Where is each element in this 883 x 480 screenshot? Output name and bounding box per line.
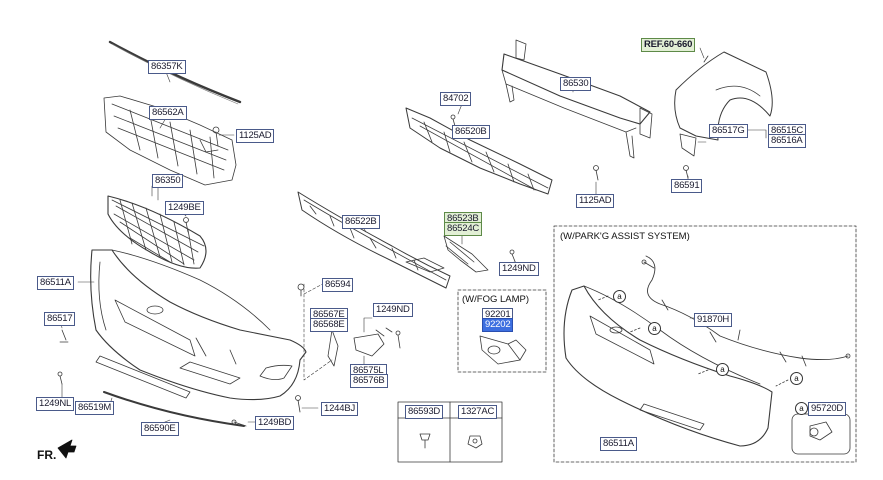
- label-1249ND-right[interactable]: 1249ND: [499, 262, 539, 276]
- label-86524C[interactable]: 86524C: [444, 222, 483, 236]
- lower-strip-part: [103, 391, 245, 427]
- callout-a-2: a: [648, 322, 661, 335]
- label-86519M[interactable]: 86519M: [75, 401, 115, 415]
- label-86522B[interactable]: 86522B: [342, 215, 380, 229]
- bumper-cover-part: [90, 249, 307, 401]
- plate-bracket-part: [95, 355, 191, 399]
- front-indicator-label: FR.: [37, 448, 57, 462]
- energy-absorber-part: [405, 107, 553, 195]
- label-1125AD-grille[interactable]: 1125AD: [236, 129, 275, 143]
- label-86530[interactable]: 86530: [560, 77, 592, 91]
- mesh-grille-part: [107, 195, 207, 269]
- label-1249ND-left[interactable]: 1249ND: [373, 303, 413, 317]
- label-95720D[interactable]: 95720D: [808, 402, 847, 416]
- label-1327AC[interactable]: 1327AC: [458, 405, 498, 419]
- bumper-beam-part: [501, 39, 653, 181]
- fog-lamp-box: [457, 289, 547, 373]
- label-1125AD-beam[interactable]: 1125AD: [576, 194, 615, 208]
- callout-a-4: a: [790, 372, 803, 385]
- label-86594[interactable]: 86594: [322, 278, 354, 292]
- label-1244BJ[interactable]: 1244BJ: [321, 402, 359, 416]
- label-86591[interactable]: 86591: [671, 179, 703, 193]
- fasteners-left: [57, 126, 305, 427]
- side-brackets-part: [327, 317, 401, 367]
- park-assist-caption: (W/PARK'G ASSIST SYSTEM): [560, 231, 690, 242]
- label-1249BE[interactable]: 1249BE: [165, 201, 204, 215]
- label-86520B[interactable]: 86520B: [452, 125, 490, 139]
- label-86568E[interactable]: 86568E: [310, 318, 348, 332]
- label-86511A-left[interactable]: 86511A: [37, 276, 74, 290]
- fog-bracket-part: [443, 235, 517, 273]
- label-86576B[interactable]: 86576B: [350, 374, 388, 388]
- label-1249BD[interactable]: 1249BD: [255, 416, 295, 430]
- grille-bracket-part: [103, 95, 237, 186]
- callout-a-sensor: a: [795, 402, 808, 415]
- label-92202[interactable]: 92202: [482, 318, 514, 332]
- callout-a-3: a: [716, 363, 729, 376]
- label-86590E[interactable]: 86590E: [141, 422, 179, 436]
- lower-grille-part: [297, 191, 451, 289]
- fender-part: [674, 51, 773, 179]
- label-86350[interactable]: 86350: [152, 174, 184, 188]
- label-1249NL[interactable]: 1249NL: [36, 397, 75, 411]
- leader-lines-left: [59, 71, 333, 425]
- front-arrow: [57, 439, 77, 459]
- label-84702[interactable]: 84702: [440, 92, 472, 106]
- label-86357K[interactable]: 86357K: [148, 60, 186, 74]
- park-assist-box: [553, 225, 857, 463]
- label-ref-60-660[interactable]: REF.60-660: [641, 38, 696, 52]
- label-86593D[interactable]: 86593D: [405, 405, 444, 419]
- label-91870H[interactable]: 91870H: [694, 313, 733, 327]
- callout-a-1: a: [613, 290, 626, 303]
- label-86517[interactable]: 86517: [44, 312, 76, 326]
- label-86562A[interactable]: 86562A: [149, 106, 187, 120]
- label-86516A[interactable]: 86516A: [768, 134, 806, 148]
- fog-lamp-caption: (W/FOG LAMP): [462, 294, 530, 305]
- label-86511A-right[interactable]: 86511A: [600, 437, 637, 451]
- label-86517G[interactable]: 86517G: [709, 124, 748, 138]
